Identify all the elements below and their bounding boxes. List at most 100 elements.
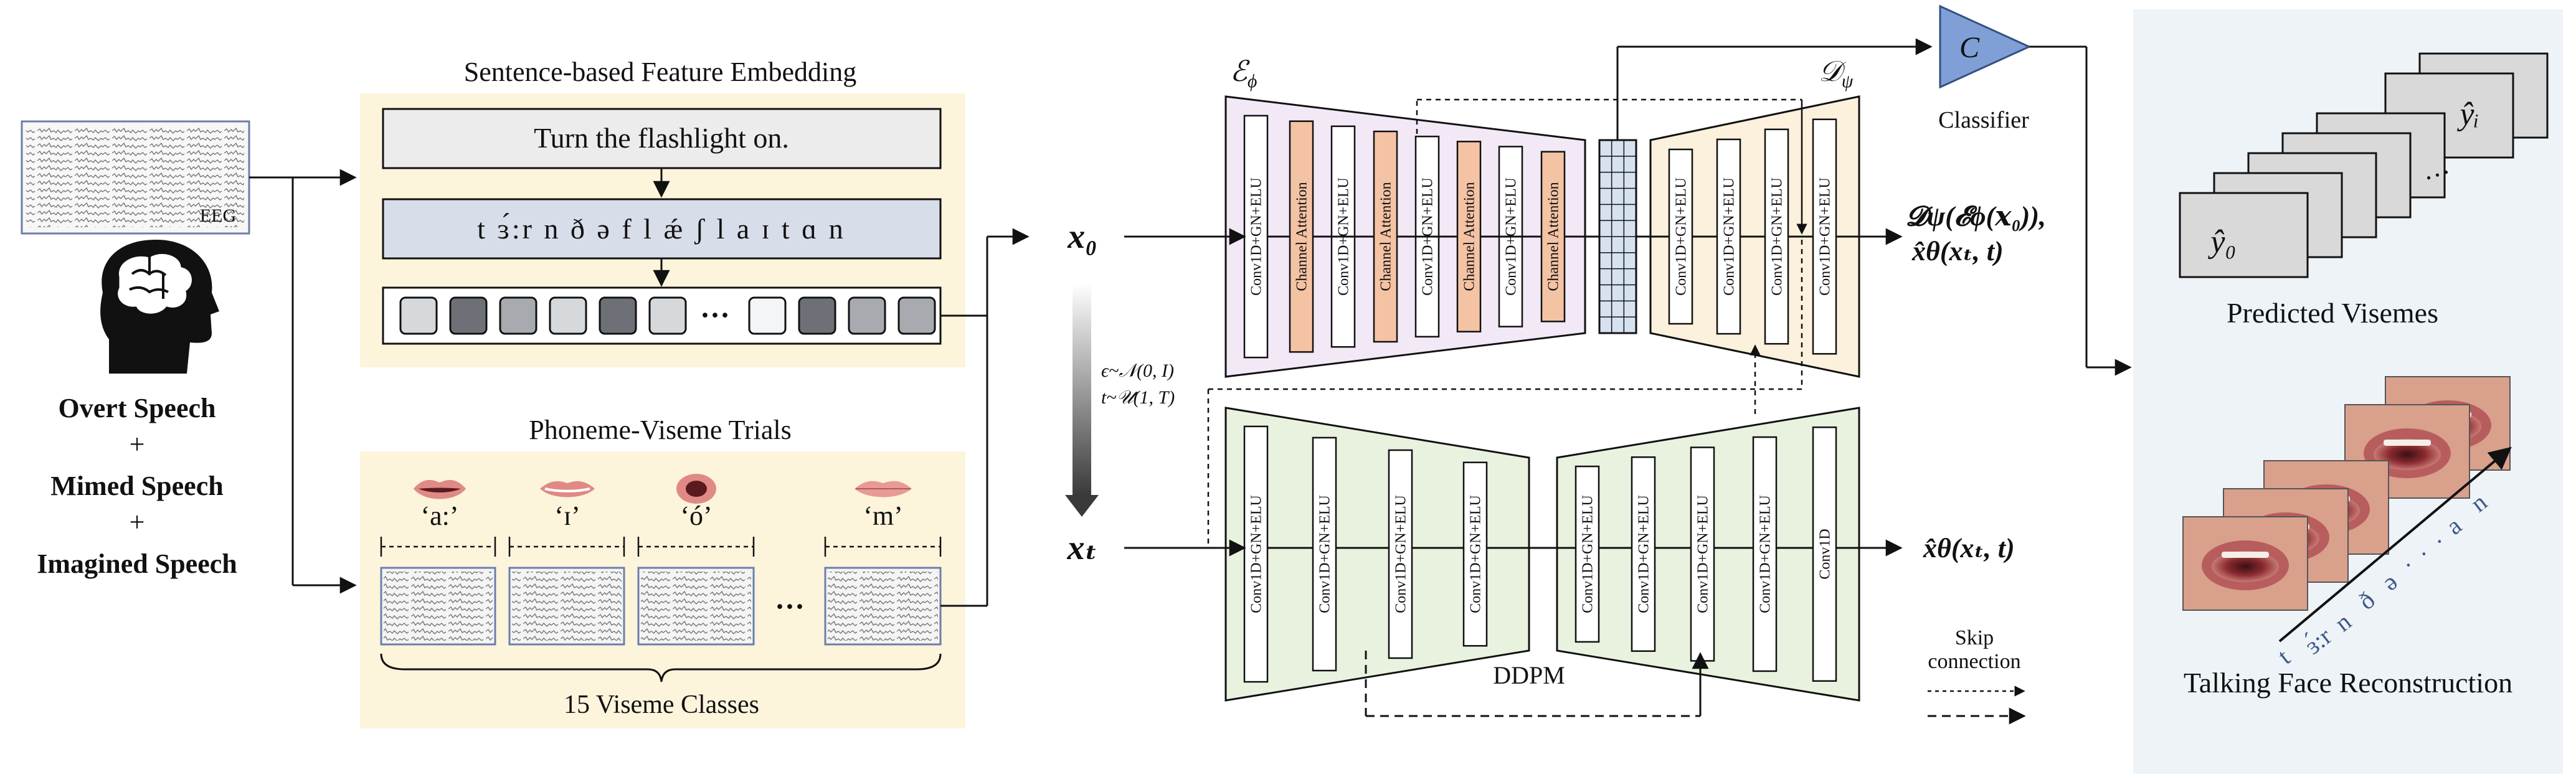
- layer-label: Conv1D+GN+ELU: [1249, 177, 1265, 296]
- classifier-triangle: [1939, 4, 2032, 89]
- lips-icon-i: [540, 481, 595, 497]
- layer-label: Conv1D+GN+ELU: [1249, 495, 1265, 613]
- time-equation: t~𝒰(1, T): [1101, 387, 1175, 408]
- token-cell: [848, 296, 886, 335]
- phoneme-box: [382, 198, 942, 260]
- token-cell: [648, 296, 687, 335]
- layer-label: Conv1D+GN+ELU: [1317, 495, 1333, 613]
- layer-box: [1690, 446, 1715, 662]
- lips-icon-o: [676, 474, 716, 504]
- x0-label: x₀: [1067, 217, 1097, 256]
- ddpm-block: Conv1D+GN+ELU Conv1D+GN+ELU Conv1D+GN+ELU C…: [1224, 407, 1860, 702]
- classifier-symbol: C: [1959, 31, 1980, 64]
- layer-label: Conv1D+GN+ELU: [1468, 495, 1484, 613]
- layer-box: [1373, 130, 1398, 343]
- decoder-block: 𝒟ψ Conv1D+GN+ELU Conv1D+GN+ELU Conv1D+GN+E…: [1649, 55, 1860, 378]
- ddpm-skip: [1365, 651, 1709, 717]
- trials-panel: Phoneme-Viseme Trials ‘a:’ ‘ɪ’ ‘ó’ ‘m’: [360, 415, 965, 728]
- speech-type-mimed: Mimed Speech: [50, 471, 223, 501]
- layer-box: [1631, 456, 1656, 652]
- phoneme-label-a: ‘a:’: [420, 501, 458, 531]
- sentence-box: [382, 108, 942, 169]
- skip-legend-line2: connection: [1928, 650, 2020, 673]
- token-cell: [399, 296, 438, 335]
- ddpm-label: DDPM: [1493, 661, 1565, 689]
- viseme-card: [2179, 192, 2309, 278]
- panel-merge-arrows: [940, 228, 1030, 607]
- layer-label: Conv1D+GN+ELU: [1674, 177, 1690, 296]
- layer-label: Conv1D: [1817, 529, 1834, 579]
- face-title: Talking Face Reconstruction: [2184, 667, 2512, 699]
- phoneme-text: t ɜ́:r n ð ə f l ǽ ʃ l a ɪ t ɑ n: [477, 212, 846, 245]
- viseme-cards: [2179, 52, 2549, 278]
- noise-equation: ϵ~𝒩(0, I): [1101, 360, 1174, 381]
- token-cell: [549, 296, 587, 335]
- face-frame: [2344, 404, 2470, 499]
- layer-label: Conv1D+GN+ELU: [1817, 177, 1834, 296]
- layer-label: Channel Attention: [1462, 182, 1478, 291]
- layer-box: [1462, 461, 1488, 647]
- layer-box: [1668, 148, 1693, 325]
- eeg-input-group: EEG: [21, 120, 250, 235]
- trials-title: Phoneme-Viseme Trials: [529, 415, 791, 445]
- layer-label: Channel Attention: [1378, 182, 1395, 291]
- layer-label: Channel Attention: [1294, 182, 1310, 291]
- latent-grid: [1598, 139, 1637, 334]
- layer-label: Conv1D+GN+ELU: [1636, 495, 1652, 613]
- face-frames: [2182, 376, 2511, 611]
- sentence-text: Turn the flashlight on.: [534, 122, 789, 154]
- sentence-embedding-panel: Sentence-based Feature Embedding Turn th…: [360, 57, 965, 367]
- noise-gradient-arrowhead: [1065, 495, 1099, 517]
- ddpm-decoder-links: [1207, 240, 1803, 545]
- speech-type-imagined: Imagined Speech: [37, 549, 237, 579]
- speech-type-plus-1: +: [130, 429, 145, 459]
- layer-label: Conv1D+GN+ELU: [1393, 495, 1409, 613]
- encoder-decoder-skip: [1416, 98, 1807, 235]
- noise-gradient-bar: [1073, 283, 1091, 495]
- trial-ellipsis: ···: [775, 590, 805, 623]
- layer-box: [1716, 138, 1741, 335]
- viseme-first-label: ŷ₀: [2207, 224, 2236, 260]
- layer-box: [1752, 436, 1778, 672]
- trial-eeg-boxes: [380, 567, 942, 646]
- latent-to-classifier: [1616, 38, 1933, 140]
- layer-box: [1540, 151, 1566, 323]
- reconstruction-output: 𝓓ψ(𝓔ϕ(𝒙₀)), x̂θ(xₜ, t): [1906, 201, 2046, 266]
- lips-icon-m: [855, 481, 912, 497]
- classifier-block: C Classifier: [1938, 4, 2032, 133]
- classifier-label: Classifier: [1938, 107, 2029, 133]
- visemes-title: Predicted Visemes: [2227, 297, 2438, 329]
- recon-output-line2: x̂θ(xₜ, t): [1911, 236, 2004, 266]
- layer-box: [1764, 128, 1789, 345]
- decoder-symbol: 𝒟ψ: [1819, 55, 1854, 92]
- token-cell: [499, 296, 537, 335]
- viseme-i-label: ŷᵢ: [2456, 97, 2479, 132]
- layer-label: Conv1D+GN+ELU: [1580, 495, 1596, 613]
- trial-brackets: [380, 537, 942, 557]
- token-cell: [599, 296, 637, 335]
- embedding-title: Sentence-based Feature Embedding: [464, 57, 856, 87]
- eeg-waveform: [26, 128, 244, 227]
- token-cell: [449, 296, 488, 335]
- layer-box: [1574, 465, 1600, 643]
- eeg-label: EEG: [200, 205, 236, 226]
- phoneme-label-i: ‘ɪ’: [554, 501, 580, 531]
- layer-label: Channel Attention: [1546, 182, 1562, 291]
- recon-output-line1: 𝓓ψ(𝓔ϕ(𝒙₀)),: [1906, 201, 2046, 232]
- encoder-symbol: ℰϕ: [1230, 55, 1257, 92]
- lips-icon-a: [414, 479, 466, 499]
- layer-box: [1388, 449, 1413, 659]
- layer-label: Conv1D+GN+ELU: [1721, 177, 1738, 296]
- classifier-output-arrow: [2029, 45, 2132, 376]
- layer-box: [1243, 115, 1269, 359]
- ddpm-left-layers: Conv1D+GN+ELU Conv1D+GN+ELU Conv1D+GN+ELU C…: [1243, 425, 1488, 683]
- layer-box: [1312, 436, 1337, 672]
- phoneme-label-m: ‘m’: [863, 501, 903, 531]
- face-frame: [2182, 516, 2308, 611]
- xt-label: xₜ: [1067, 529, 1098, 567]
